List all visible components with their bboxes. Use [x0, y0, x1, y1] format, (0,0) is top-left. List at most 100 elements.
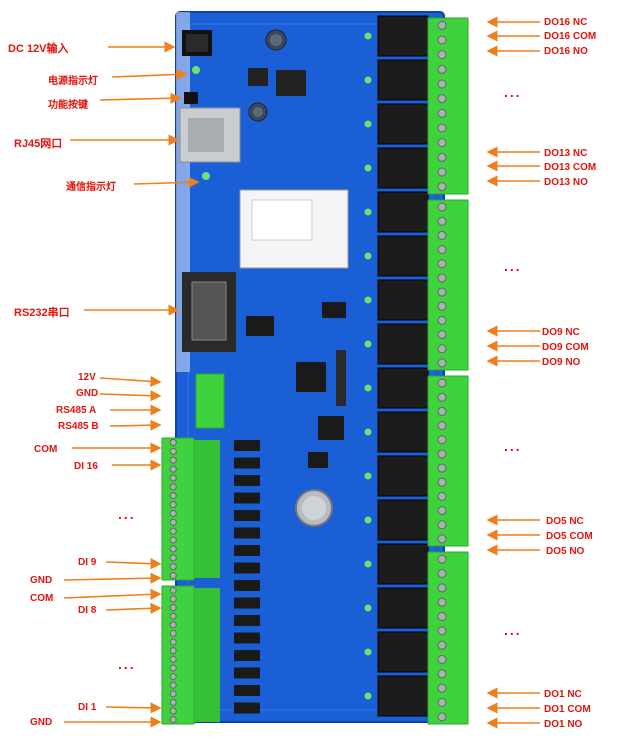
terminal-screw	[169, 438, 177, 447]
terminal-screw	[437, 640, 447, 650]
label-do13-nc: DO13 NC	[544, 148, 588, 159]
relay-status-led	[364, 164, 372, 172]
relay-status-led	[364, 692, 372, 700]
relay	[377, 59, 429, 101]
relay-status-led	[364, 252, 372, 260]
label-do-ellipsis-b: ...	[504, 258, 522, 274]
relay	[377, 103, 429, 145]
label-do16-com: DO16 COM	[544, 31, 597, 42]
terminal-screw	[437, 108, 447, 118]
terminal-screw	[437, 138, 447, 148]
label-do1-com: DO1 COM	[544, 704, 591, 715]
voltage-regulator	[276, 70, 306, 96]
terminal-housing	[194, 588, 220, 722]
label-do-ellipsis-c: ...	[504, 438, 522, 454]
terminal-screw	[169, 474, 177, 482]
optocoupler	[234, 685, 260, 696]
terminal-screw	[169, 707, 177, 715]
relay	[377, 235, 429, 277]
terminal-screw	[169, 673, 177, 681]
label-di1: DI 1	[78, 702, 97, 713]
terminal-screw	[437, 167, 447, 177]
relay	[377, 147, 429, 189]
label-do5-com: DO5 COM	[546, 531, 593, 542]
terminal-screw	[437, 520, 447, 530]
terminal-screw	[169, 527, 177, 535]
terminal-screw	[437, 554, 447, 564]
terminal-screw	[169, 554, 177, 562]
optocoupler	[234, 580, 260, 591]
relay	[377, 15, 429, 57]
terminal-screw	[169, 586, 177, 594]
terminal-screw	[437, 683, 447, 693]
label-do13-com: DO13 COM	[544, 162, 597, 173]
terminal-screw	[437, 245, 447, 255]
terminal-screw	[169, 595, 177, 603]
terminal-screw	[437, 50, 447, 60]
pointer-arrow	[99, 92, 182, 104]
terminal-screw	[169, 465, 177, 473]
terminal-screw	[169, 638, 177, 646]
terminal-screw	[437, 597, 447, 607]
terminal-screw	[437, 64, 447, 74]
terminal-screw	[437, 449, 447, 459]
terminal-screw	[437, 287, 447, 297]
label-dc-12v-input: DC 12V输入	[8, 43, 69, 55]
terminal-screw	[437, 421, 447, 431]
terminal-screw	[437, 698, 447, 707]
relay-status-led	[364, 296, 372, 304]
pin-header	[336, 350, 346, 406]
relay-status-led	[364, 560, 372, 568]
label-rj45: RJ45网口	[14, 138, 63, 150]
terminal-screw	[437, 230, 447, 240]
terminal-screw	[437, 315, 447, 325]
terminal-screw	[169, 571, 177, 580]
terminal-screw	[169, 545, 177, 553]
optocoupler	[234, 667, 260, 679]
terminal-screw	[169, 456, 177, 464]
optocoupler	[234, 475, 260, 486]
ic-chip	[322, 302, 346, 318]
label-do16-no: DO16 NO	[544, 46, 588, 57]
terminal-screw	[437, 506, 447, 516]
relay	[377, 455, 429, 497]
terminal-screw	[437, 330, 447, 340]
terminal-screw	[437, 463, 447, 473]
terminal-screw	[437, 435, 447, 445]
label-do-ellipsis-a: ...	[504, 84, 522, 100]
terminal-screw	[169, 629, 177, 637]
label-gnd-mid: GND	[30, 575, 53, 586]
optocoupler	[234, 632, 260, 644]
label-do1-no: DO1 NO	[544, 719, 583, 730]
label-do9-no: DO9 NO	[542, 357, 581, 368]
pointer-arrow	[105, 558, 162, 570]
terminal-screw	[169, 509, 177, 518]
relay	[377, 631, 429, 673]
do-terminal-block	[427, 17, 469, 195]
rs485-terminal	[195, 373, 225, 429]
terminal-screw	[437, 477, 447, 487]
terminal-screw	[169, 518, 177, 526]
relay-status-led	[364, 120, 372, 128]
terminal-housing	[194, 440, 220, 578]
label-do9-nc: DO9 NC	[542, 327, 580, 338]
terminal-screw	[437, 712, 447, 722]
label-rs232: RS232串口	[14, 307, 70, 319]
label-power-led: 电源指示灯	[48, 76, 98, 87]
label-do9-com: DO9 COM	[542, 342, 589, 353]
terminal-screw	[169, 483, 177, 491]
label-di-ellipsis-lower: ...	[118, 656, 136, 672]
terminal-screw	[169, 690, 177, 698]
terminal-screw	[169, 447, 177, 455]
terminal-screw	[437, 273, 447, 283]
label-do1-nc: DO1 NC	[544, 689, 582, 700]
terminal-screw	[169, 716, 177, 724]
terminal-screw	[169, 563, 177, 571]
terminal-screw	[169, 664, 177, 672]
pointer-arrow	[133, 176, 200, 188]
pointer-arrow	[99, 375, 162, 387]
relay-status-led	[364, 208, 372, 216]
relay-status-led	[364, 472, 372, 480]
ic-chip	[318, 416, 344, 440]
